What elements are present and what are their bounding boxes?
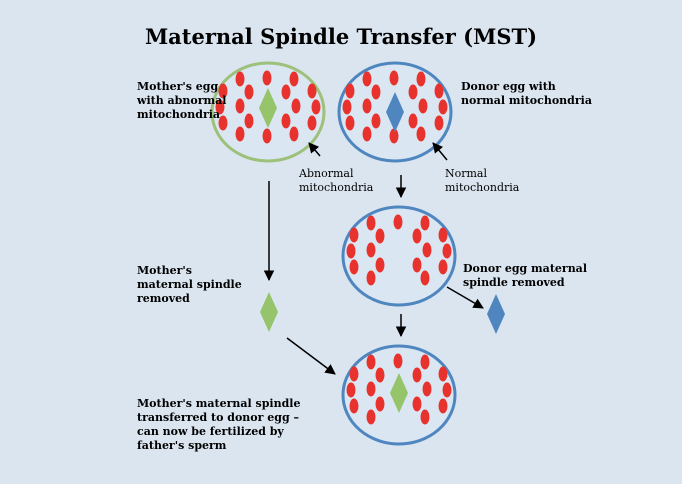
mitochondrion (262, 70, 272, 86)
mitochondrion (438, 99, 448, 115)
arrow-donor-spindle-out (446, 286, 484, 309)
mitochondrion (281, 84, 291, 100)
mitochondrion (215, 99, 225, 115)
mitochondrion (366, 354, 376, 370)
removed-donor-spindle (487, 294, 505, 334)
mitochondrion (375, 367, 385, 383)
abnormal-mitochondria-label: Abnormal mitochondria (299, 167, 374, 194)
mitochondrion (375, 396, 385, 412)
mitochondrion (438, 259, 448, 275)
mother-egg (210, 61, 326, 163)
donor-egg-enucleated (341, 205, 457, 307)
mitochondrion (442, 243, 452, 259)
mother-spindle (259, 88, 277, 128)
mitochondrion (345, 83, 355, 99)
mitochondrion (422, 242, 432, 258)
mitochondrion (393, 214, 403, 230)
mitochondrion (375, 257, 385, 273)
mitochondrion (366, 215, 376, 231)
mitochondrion (289, 71, 299, 87)
donor-spindle (386, 92, 404, 132)
mitochondrion (349, 366, 359, 382)
mitochondrion (307, 83, 317, 99)
mitochondrion (362, 98, 372, 114)
reconstructed-egg (341, 344, 457, 446)
mitochondrion (438, 366, 448, 382)
mitochondrion (362, 71, 372, 87)
mother-egg-label: Mother's egg with abnormal mitochondria (137, 80, 227, 121)
mitochondrion (307, 115, 317, 131)
mitochondrion (349, 398, 359, 414)
mitochondrion (420, 354, 430, 370)
mitochondrion (366, 242, 376, 258)
arrow-normal-label (432, 142, 448, 161)
mitochondrion (393, 353, 403, 369)
mitochondrion (289, 126, 299, 142)
mitochondrion (434, 115, 444, 131)
mitochondrion (349, 227, 359, 243)
mitochondrion (375, 228, 385, 244)
mitochondrion (412, 396, 422, 412)
mitochondrion (420, 409, 430, 425)
mitochondrion (235, 126, 245, 142)
removed-mother-spindle (260, 292, 278, 332)
mitochondrion (235, 98, 245, 114)
transferred-label: Mother's maternal spindle transferred to… (137, 397, 301, 452)
mitochondrion (218, 115, 228, 131)
mitochondrion (412, 228, 422, 244)
mitochondrion (346, 382, 356, 398)
donor-egg (337, 61, 453, 163)
mitochondrion (346, 243, 356, 259)
mitochondrion (420, 215, 430, 231)
arrow-spindle-transfer (286, 337, 336, 375)
mitochondrion (408, 113, 418, 129)
diagram-title: Maternal Spindle Transfer (MST) (144, 24, 538, 49)
arrow-abnormal-label (308, 142, 321, 157)
mitochondrion (342, 99, 352, 115)
mitochondrion (366, 409, 376, 425)
normal-mitochondria-label: Normal mitochondria (445, 167, 520, 194)
mitochondrion (412, 367, 422, 383)
mitochondrion (291, 98, 301, 114)
mitochondrion (262, 128, 272, 144)
mother-spindle-removed-label: Mother's maternal spindle removed (137, 264, 242, 305)
mitochondrion (371, 84, 381, 100)
mitochondrion (418, 98, 428, 114)
mitochondrion (281, 113, 291, 129)
mitochondrion (244, 113, 254, 129)
mitochondrion (438, 398, 448, 414)
mitochondrion (416, 126, 426, 142)
donor-spindle-removed-label: Donor egg maternal spindle removed (463, 262, 587, 289)
transferred-spindle (390, 373, 408, 413)
mitochondrion (442, 382, 452, 398)
mitochondrion (345, 115, 355, 131)
mitochondrion (389, 70, 399, 86)
mitochondrion (366, 381, 376, 397)
mitochondrion (244, 84, 254, 100)
mitochondrion (362, 126, 372, 142)
mitochondrion (420, 270, 430, 286)
mitochondrion (235, 71, 245, 87)
mitochondrion (434, 83, 444, 99)
mitochondrion (438, 227, 448, 243)
mitochondrion (412, 257, 422, 273)
mitochondrion (389, 128, 399, 144)
mitochondrion (366, 270, 376, 286)
donor-egg-label: Donor egg with normal mitochondria (461, 80, 592, 107)
mitochondrion (371, 113, 381, 129)
mitochondrion (218, 83, 228, 99)
mitochondrion (349, 259, 359, 275)
mitochondrion (422, 381, 432, 397)
mitochondrion (408, 84, 418, 100)
mitochondrion (311, 99, 321, 115)
mitochondrion (416, 71, 426, 87)
